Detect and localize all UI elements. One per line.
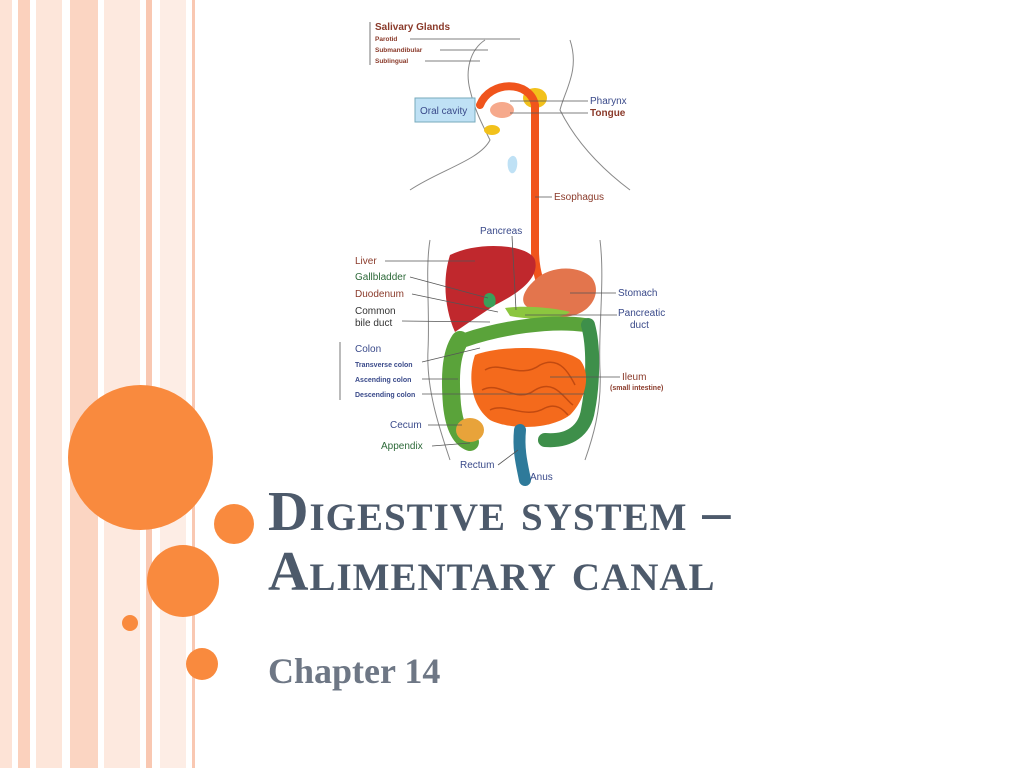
label-duodenum: Duodenum [355, 289, 404, 300]
label-submandibular: Submandibular [375, 47, 423, 54]
pancreas-shape [505, 306, 570, 319]
label-common-bile-duct-2: bile duct [355, 318, 392, 329]
larynx-shape [507, 155, 518, 174]
tongue-shape [490, 102, 514, 118]
label-salivary-glands: Salivary Glands [375, 22, 450, 33]
label-stomach: Stomach [618, 288, 657, 299]
decorative-circle-tiny [122, 615, 138, 631]
label-gallbladder: Gallbladder [355, 272, 407, 283]
digestive-system-diagram: Salivary Glands Parotid Submandibular Su… [330, 10, 690, 490]
leader-common-bile-duct [401, 320, 491, 323]
label-common-bile-duct-1: Common [355, 306, 396, 317]
label-sublingual: Sublingual [375, 58, 408, 65]
label-rectum: Rectum [460, 460, 494, 471]
label-pancreas: Pancreas [480, 226, 522, 237]
label-transverse-colon: Transverse colon [355, 362, 413, 369]
gallbladder-shape [483, 293, 496, 308]
leader-gallbladder [409, 276, 489, 299]
label-colon: Colon [355, 344, 381, 355]
leader-pancreas [511, 235, 517, 311]
cecum-shape [456, 418, 484, 442]
slide-title: Digestive system – Alimentary canal [268, 482, 1008, 602]
intestine-fold-3 [489, 405, 569, 416]
descending-colon-shape [538, 318, 600, 448]
head-outline-right [559, 39, 631, 191]
leader-transverse-colon [421, 347, 481, 363]
head-outline-left [409, 39, 491, 191]
stomach-shape [523, 268, 596, 317]
leader-rectum [497, 449, 519, 466]
torso-outline-right [584, 239, 603, 461]
slide-title-line-2: Alimentary canal [268, 541, 716, 603]
intestine-fold-1 [484, 361, 576, 386]
label-pharynx: Pharynx [590, 96, 627, 107]
label-cecum: Cecum [390, 420, 422, 431]
liver-shape [445, 245, 536, 332]
leader-duodenum [411, 293, 499, 313]
label-descending-colon: Descending colon [355, 392, 415, 399]
intestine-fold-2 [481, 385, 574, 406]
decorative-circle-large [68, 385, 213, 530]
decorative-circle-small [214, 504, 254, 544]
label-pancreatic-duct-1: Pancreatic [618, 308, 665, 319]
decorative-stripes [0, 0, 200, 768]
torso-outline-left [427, 239, 451, 461]
rectum-shape [513, 424, 531, 486]
label-oral-cavity: Oral cavity [420, 106, 467, 117]
label-parotid: Parotid [375, 36, 397, 43]
sublingual-gland [484, 125, 500, 135]
label-pancreatic-duct-2: duct [630, 320, 649, 331]
transverse-colon-shape [458, 316, 592, 347]
leader-appendix [431, 442, 471, 447]
label-appendix: Appendix [381, 441, 423, 452]
decorative-circle-medium [147, 545, 219, 617]
slide-subtitle: Chapter 14 [268, 651, 441, 691]
oral-cavity-box [414, 97, 476, 123]
label-ileum: Ileum [622, 372, 646, 383]
slide-title-line-1: Digestive system – [268, 481, 732, 543]
label-esophagus: Esophagus [554, 192, 604, 203]
label-anus: Anus [530, 472, 553, 483]
decorative-circle-small-2 [186, 648, 218, 680]
label-small-intestine: (small intestine) [610, 385, 663, 392]
label-liver: Liver [355, 256, 377, 267]
label-ascending-colon: Ascending colon [355, 377, 411, 384]
label-tongue: Tongue [590, 108, 626, 119]
